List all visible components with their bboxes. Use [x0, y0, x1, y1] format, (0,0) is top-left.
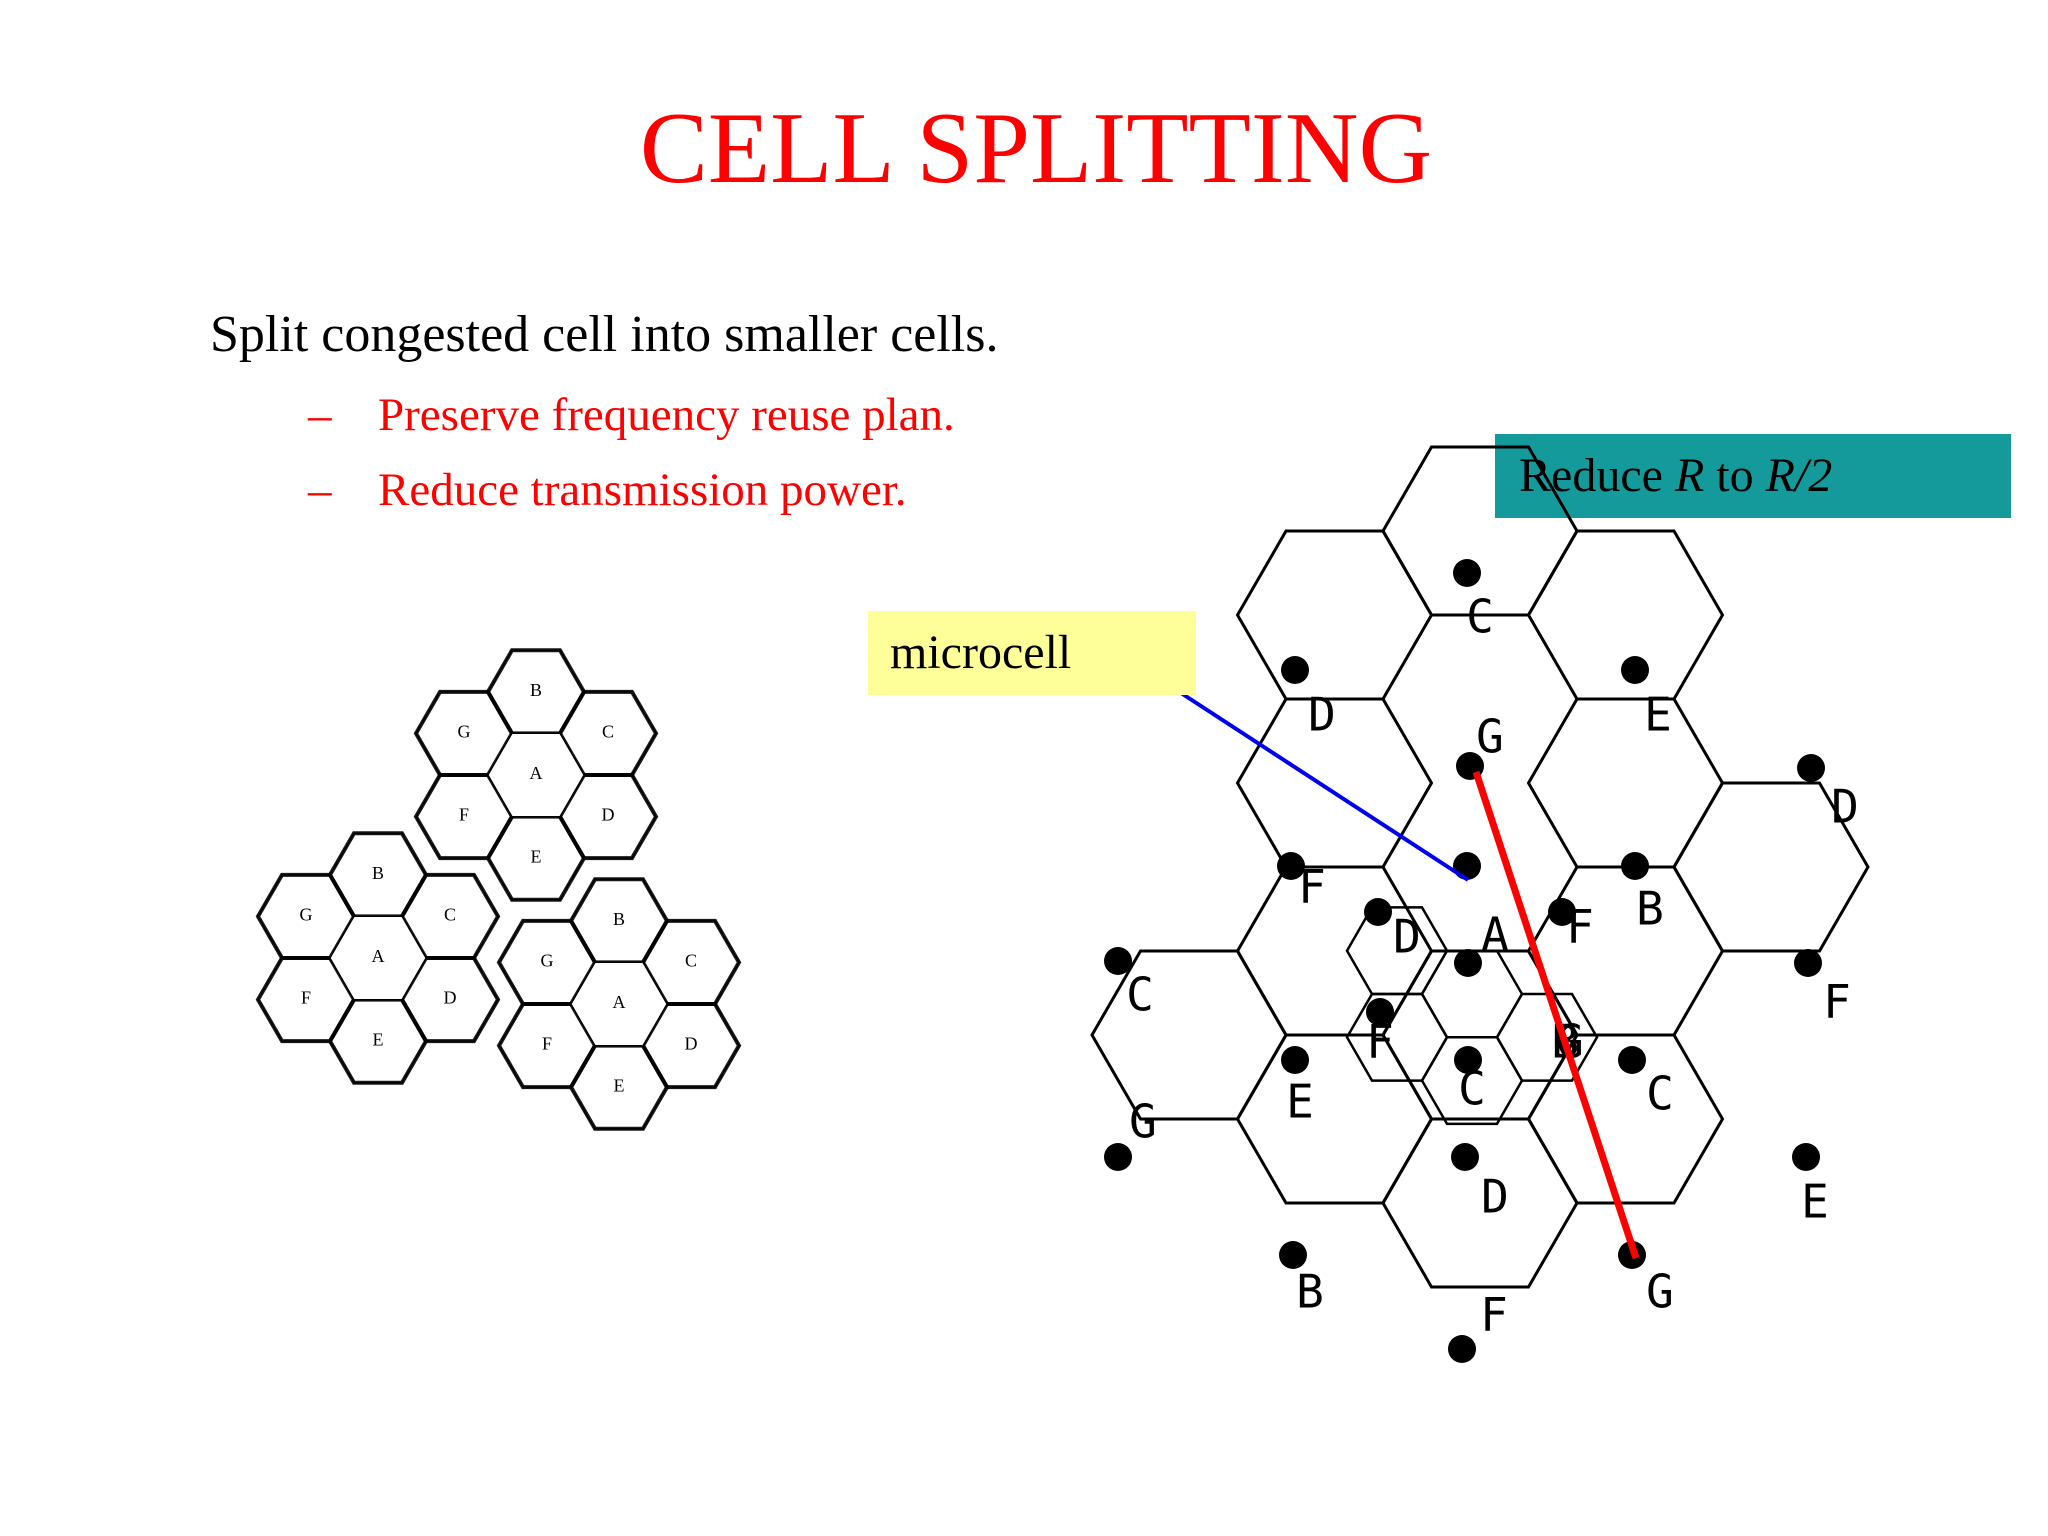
large-cell-letter: F: [1480, 1288, 1508, 1342]
large-hex-cell: [1526, 697, 1725, 869]
sub-bullet-2: –Reduce transmission power.: [308, 467, 907, 514]
reduce-prefix: Reduce: [1519, 449, 1675, 502]
large-cell-letter: C: [1126, 968, 1154, 1022]
base-station-dot: [1281, 1046, 1309, 1074]
base-station-dot: [1454, 949, 1482, 977]
base-station-dot: [1277, 852, 1305, 880]
base-station-dot: [1279, 1241, 1307, 1269]
large-cell-letter: G: [1646, 1265, 1674, 1319]
left-hex-center: [329, 915, 427, 1001]
left-cell-letter: B: [613, 909, 625, 929]
large-cell-letter: D: [1831, 780, 1859, 834]
microcell-letter: F: [1366, 1015, 1394, 1069]
large-cell-letter: E: [1801, 1175, 1829, 1229]
r-half-symbol: R/2: [1765, 449, 1833, 502]
large-cell-letter: B: [1636, 882, 1664, 936]
microcell-label-box: microcell: [868, 611, 1196, 695]
left-cell-letter: F: [542, 1034, 552, 1054]
left-cell-letter: G: [300, 905, 313, 925]
base-station-dot: [1281, 656, 1309, 684]
left-cell-letter: E: [373, 1029, 384, 1049]
base-station-dot: [1621, 852, 1649, 880]
left-cell-letter: C: [602, 722, 614, 742]
left-hex-center: [570, 961, 668, 1047]
left-cell-letter: C: [685, 951, 697, 971]
large-cell-letter: E: [1644, 688, 1672, 742]
sub-bullet-1-text: Preserve frequency reuse plan.: [378, 389, 955, 441]
microcell-hex: [1345, 992, 1449, 1082]
left-cell-letter: E: [614, 1075, 625, 1095]
left-cell-letter: G: [541, 951, 554, 971]
microcell-letter: A: [1481, 908, 1509, 962]
base-station-dot: [1797, 754, 1825, 782]
left-cell-letter: B: [372, 863, 384, 883]
left-cell-letter: A: [372, 946, 385, 966]
main-bullet-text: Split congested cell into smaller cells.: [210, 306, 999, 363]
left-cell-letter: D: [602, 805, 615, 825]
reduce-radius-box: Reduce R to R/2: [1495, 434, 2011, 518]
large-hex-cell: [1672, 781, 1870, 953]
base-station-dot: [1621, 656, 1649, 684]
large-hex-cell: [1235, 529, 1434, 701]
reduce-mid: to: [1704, 449, 1766, 502]
large-cell-letter: G: [1476, 710, 1504, 764]
microcell-letter: G: [1129, 1095, 1157, 1149]
left-cell-letter: D: [685, 1034, 698, 1054]
large-cell-letter: E: [1286, 1075, 1314, 1129]
reuse-distance-line: [1472, 770, 1640, 1260]
large-hex-cell: [1090, 949, 1288, 1121]
base-station-dot: [1794, 949, 1822, 977]
dash-bullet-icon: –: [308, 389, 332, 441]
large-cell-letter: F: [1566, 900, 1594, 954]
left-cell-letter: B: [530, 680, 542, 700]
microcell-letter: C: [1458, 1062, 1486, 1116]
large-cell-letter: C: [1466, 590, 1494, 644]
large-cell-letter: F: [1298, 860, 1326, 914]
large-hex-cell: [1235, 1033, 1434, 1205]
base-station-dot: [1448, 1335, 1476, 1363]
base-station-dot: [1104, 947, 1132, 975]
left-cell-letter: A: [613, 992, 626, 1012]
left-cell-letter: F: [459, 805, 469, 825]
base-station-dot: [1453, 559, 1481, 587]
microcell-hex: [1495, 992, 1599, 1082]
slide-title: CELL SPLITTING: [639, 92, 1433, 205]
left-cell-letter: D: [444, 988, 457, 1008]
microcell-pointer-line: [1179, 691, 1470, 882]
large-cell-letter: F: [1823, 975, 1851, 1029]
large-cell-letter: D: [1481, 1170, 1509, 1224]
base-station-dot: [1618, 1046, 1646, 1074]
large-hex-cell: [1526, 1033, 1725, 1205]
large-cell-letter: D: [1308, 688, 1336, 742]
sub-bullet-1: –Preserve frequency reuse plan.: [308, 392, 955, 439]
large-hex-cell: [1381, 1117, 1579, 1289]
base-station-dot: [1104, 1143, 1132, 1171]
base-station-dot: [1366, 998, 1394, 1026]
base-station-dot: [1364, 898, 1392, 926]
base-station-dot: [1792, 1143, 1820, 1171]
left-cell-letter: E: [531, 846, 542, 866]
r-symbol: R: [1674, 449, 1705, 502]
base-station-dot: [1453, 852, 1481, 880]
left-cell-letter: A: [530, 763, 543, 783]
large-cell-letter: C: [1646, 1067, 1674, 1121]
large-cell-letter: B: [1296, 1265, 1324, 1319]
left-cell-letter: G: [458, 722, 471, 742]
base-station-dot: [1451, 1143, 1479, 1171]
microcell-letter: D: [1393, 910, 1421, 964]
left-hex-center: [487, 732, 585, 818]
base-station-dot: [1454, 1046, 1482, 1074]
left-cell-letter: F: [301, 988, 311, 1008]
base-station-dot: [1548, 898, 1576, 926]
dash-bullet-icon: –: [308, 464, 332, 516]
left-cell-letter: C: [444, 905, 456, 925]
sub-bullet-2-text: Reduce transmission power.: [378, 464, 907, 516]
